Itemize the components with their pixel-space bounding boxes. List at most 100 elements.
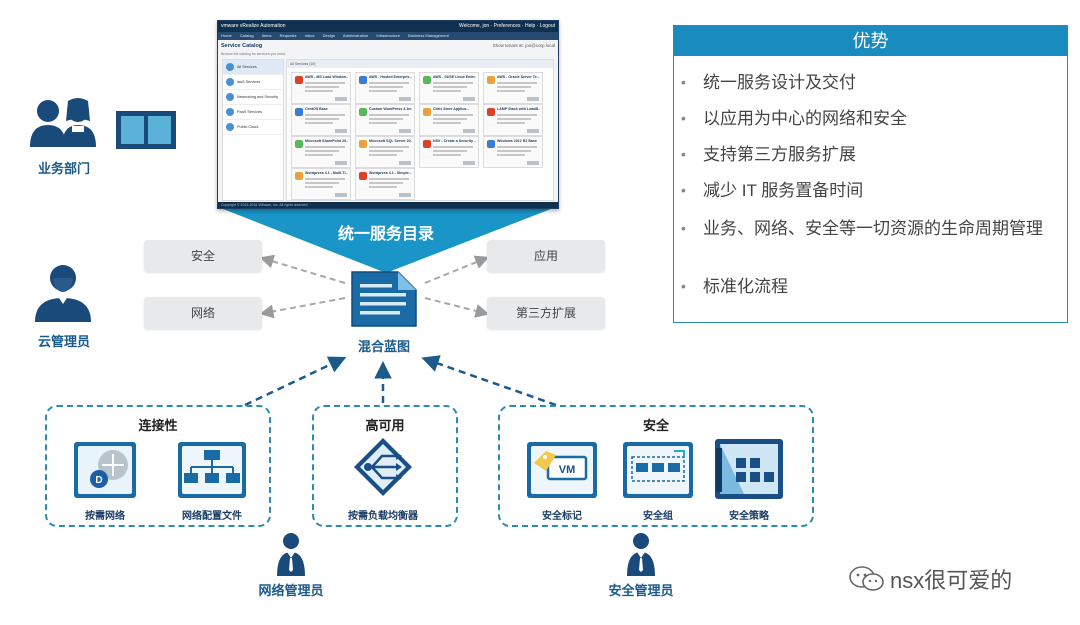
catalog-card-text-line bbox=[433, 122, 461, 124]
catalog-subtitle: Browse the catalog for services you need… bbox=[221, 52, 286, 56]
blueprint-document-icon bbox=[351, 271, 417, 327]
catalog-card[interactable]: Microsoft SQL Server 20... bbox=[355, 136, 415, 168]
catalog-card-icon bbox=[359, 76, 367, 84]
sidebar-item-public-cloud[interactable]: Public Cloud bbox=[223, 120, 283, 135]
catalog-card-text-line bbox=[305, 86, 339, 88]
catalog-request-button[interactable] bbox=[463, 129, 475, 133]
catalog-card[interactable]: Citrix Store Applica... bbox=[419, 104, 479, 136]
catalog-card-text-line bbox=[497, 114, 537, 116]
load-balancer-label: 按需负载均衡器 bbox=[348, 511, 418, 522]
screenshot-nav: Home Catalog Items Requests Inbox Design… bbox=[218, 32, 558, 40]
catalog-card-text-line bbox=[305, 90, 333, 92]
business-users-icon bbox=[30, 98, 96, 147]
nav-item[interactable]: Inbox bbox=[304, 33, 315, 38]
catalog-card-text-line bbox=[369, 82, 409, 84]
catalog-card[interactable]: CentOS Base bbox=[291, 104, 351, 136]
service-box-security: 安全 bbox=[144, 240, 262, 272]
catalog-request-button[interactable] bbox=[527, 129, 539, 133]
catalog-request-button[interactable] bbox=[463, 97, 475, 101]
sidebar-item-all-services[interactable]: All Services bbox=[223, 60, 283, 75]
catalog-card-text-line bbox=[305, 146, 345, 148]
catalog-card-text-line bbox=[497, 118, 531, 120]
catalog-card[interactable]: LAMP Stack with LoadB... bbox=[483, 104, 543, 136]
service-box-third-party: 第三方扩展 bbox=[487, 297, 605, 329]
nav-item[interactable]: Items bbox=[261, 33, 272, 38]
group-high-availability bbox=[312, 405, 458, 527]
security-admin-label: 安全管理员 bbox=[608, 583, 674, 598]
screenshot-footer: Copyright © 2013-2015 VMware, Inc. All r… bbox=[218, 202, 558, 208]
catalog-card-text-line bbox=[433, 82, 473, 84]
catalog-card-title: AWS - SUSE Linux Enter... bbox=[433, 75, 476, 79]
catalog-title: Service Catalog Show tenant at: jon@corp… bbox=[218, 40, 558, 52]
nav-item[interactable]: Requests bbox=[279, 33, 297, 38]
catalog-card-title: Citrix Store Applica... bbox=[433, 107, 470, 111]
catalog-card[interactable]: AWS - Hosted Enterpris... bbox=[355, 72, 415, 104]
catalog-card-icon bbox=[295, 108, 303, 116]
catalog-request-button[interactable] bbox=[399, 97, 411, 101]
catalog-request-button[interactable] bbox=[463, 161, 475, 165]
catalog-banner: 统一服务目录 bbox=[337, 226, 434, 243]
service-box-network: 网络 bbox=[144, 297, 262, 329]
catalog-request-button[interactable] bbox=[527, 161, 539, 165]
catalog-card-icon bbox=[487, 108, 495, 116]
catalog-card[interactable]: AWS - SUSE Linux Enter... bbox=[419, 72, 479, 104]
catalog-request-button[interactable] bbox=[399, 193, 411, 197]
catalog-card-text-line bbox=[305, 118, 339, 120]
catalog-card-icon bbox=[359, 140, 367, 148]
catalog-card[interactable]: Microsoft SharePoint 20... bbox=[291, 136, 351, 168]
sidebar-item-iaas[interactable]: laaS Services bbox=[223, 75, 283, 90]
security-group-icon bbox=[623, 442, 693, 498]
catalog-card-title: AWS - Hosted Enterpris... bbox=[369, 75, 412, 79]
catalog-card-icon bbox=[295, 172, 303, 180]
catalog-card-text-line bbox=[369, 90, 397, 92]
catalog-card-icon bbox=[423, 76, 431, 84]
tenant-filter[interactable]: Show tenant at: jon@corp.local bbox=[492, 43, 555, 48]
sidebar-item-networking[interactable]: Networking and Security bbox=[223, 90, 283, 105]
catalog-card-icon bbox=[487, 140, 495, 148]
catalog-card-text-line bbox=[369, 114, 409, 116]
advantages-title: 优势 bbox=[674, 26, 1067, 56]
catalog-request-button[interactable] bbox=[335, 193, 347, 197]
sidebar-item-paas[interactable]: PaaS Services bbox=[223, 105, 283, 120]
nav-item[interactable]: Catalog bbox=[239, 33, 254, 38]
catalog-card-text-line bbox=[305, 82, 345, 84]
catalog-request-button[interactable] bbox=[335, 97, 347, 101]
security-tag-label: 安全标记 bbox=[542, 511, 582, 522]
security-group-label: 安全组 bbox=[643, 511, 673, 522]
group-security-title: 安全 bbox=[642, 418, 669, 433]
catalog-card-text-line bbox=[433, 90, 461, 92]
catalog-card[interactable]: AWS - Oracle Server Te... bbox=[483, 72, 543, 104]
service-box-application: 应用 bbox=[487, 240, 605, 272]
catalog-card-text-line bbox=[497, 154, 525, 156]
catalog-card[interactable]: Wordpress 4.1 - Simple... bbox=[355, 168, 415, 200]
catalog-card[interactable]: AWS - MS Load Window... bbox=[291, 72, 351, 104]
nav-item[interactable]: Business Management bbox=[408, 33, 449, 38]
catalog-request-button[interactable] bbox=[335, 129, 347, 133]
catalog-card[interactable]: Windows 2012 R2 Base bbox=[483, 136, 543, 168]
catalog-card[interactable]: NSX - Create a Security ... bbox=[419, 136, 479, 168]
catalog-card[interactable]: Custom WordPress 4.1m bbox=[355, 104, 415, 136]
catalog-card-text-line bbox=[369, 150, 403, 152]
catalog-card[interactable]: Wordpress 4.1 - Multi-Ti... bbox=[291, 168, 351, 200]
catalog-count-bar: All Services (18) bbox=[287, 60, 553, 68]
catalog-card-icon bbox=[295, 140, 303, 148]
catalog-card-icon bbox=[359, 108, 367, 116]
catalog-request-button[interactable] bbox=[527, 97, 539, 101]
catalog-card-text-line bbox=[369, 86, 403, 88]
nav-item[interactable]: Infrastructure bbox=[376, 33, 400, 38]
catalog-card-text-line bbox=[433, 86, 467, 88]
nav-item[interactable]: Administration bbox=[342, 33, 369, 38]
catalog-card-text-line bbox=[369, 178, 409, 180]
catalog-card-title: Wordpress 4.1 - Simple... bbox=[369, 171, 412, 175]
catalog-request-button[interactable] bbox=[399, 161, 411, 165]
catalog-card-icon bbox=[423, 140, 431, 148]
nav-item[interactable]: Design bbox=[322, 33, 336, 38]
catalog-funnel bbox=[218, 207, 556, 273]
catalog-request-button[interactable] bbox=[399, 129, 411, 133]
nav-item[interactable]: Home bbox=[221, 33, 232, 38]
catalog-card-text-line bbox=[369, 146, 409, 148]
top-links[interactable]: Welcome, jon · Preferences · Help · Logo… bbox=[458, 23, 555, 29]
catalog-request-button[interactable] bbox=[335, 161, 347, 165]
group-high-availability-title: 高可用 bbox=[365, 418, 405, 433]
